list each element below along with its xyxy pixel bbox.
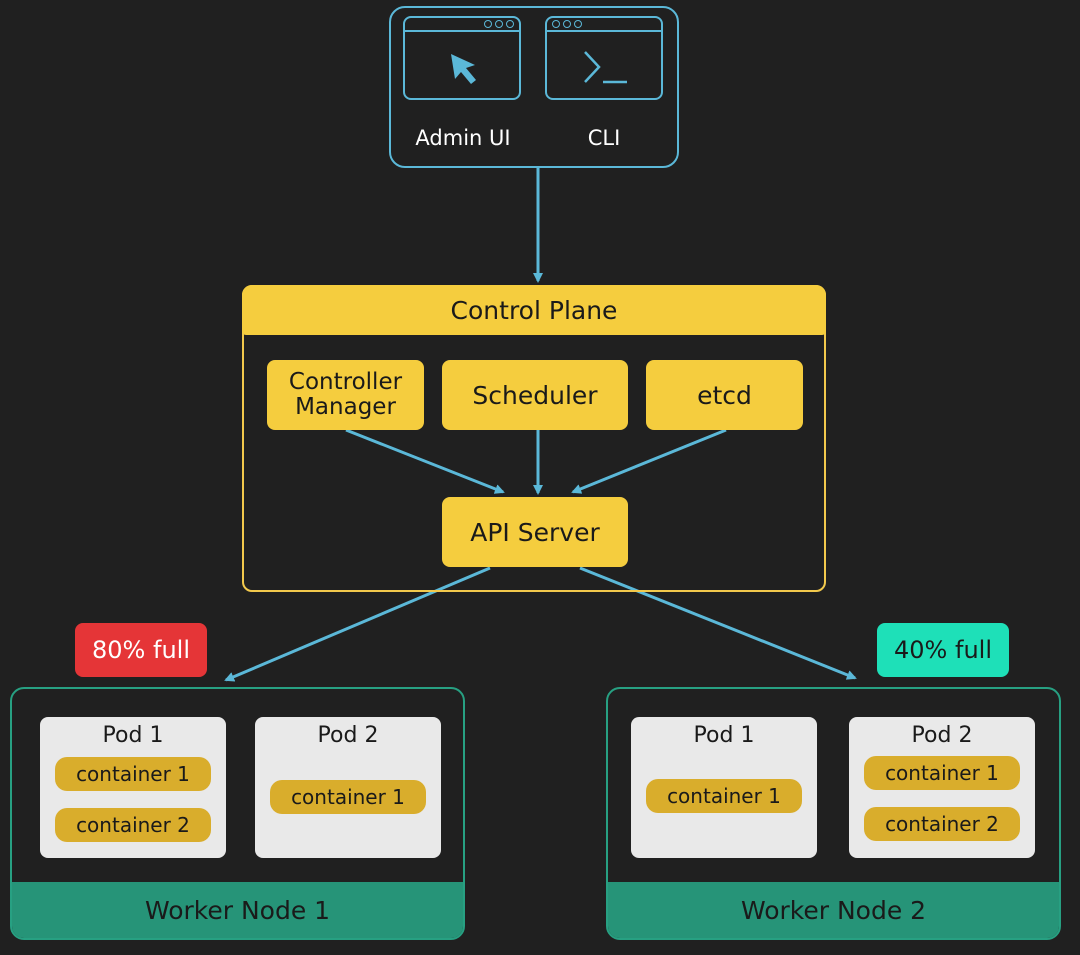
worker-node-2-label: Worker Node 2 xyxy=(608,882,1059,938)
client-interfaces xyxy=(389,6,679,168)
container-pill: container 2 xyxy=(864,807,1020,841)
container-pill: container 1 xyxy=(864,756,1020,790)
etcd-box: etcd xyxy=(646,360,803,430)
container-pill: container 2 xyxy=(55,808,211,842)
container-pill: container 1 xyxy=(646,779,802,813)
arrow-api-to-worker-node-2 xyxy=(579,566,857,680)
arrow-etcd-to-api xyxy=(571,428,727,494)
admin-ui-label: Admin UI xyxy=(415,126,511,150)
cli-window xyxy=(545,16,663,100)
terminal-prompt-icon xyxy=(584,51,627,84)
worker-node-1-pod-2: Pod 2 container 1 xyxy=(255,717,441,858)
api-server-box: API Server xyxy=(442,497,628,567)
worker-node-1-pod-1: Pod 1 container 1 container 2 xyxy=(40,717,226,858)
container-pill: container 1 xyxy=(270,780,426,814)
arrow-controller-manager-to-api xyxy=(345,428,505,494)
arrow-api-to-worker-node-1 xyxy=(224,566,491,682)
window-dots-icon xyxy=(552,20,582,28)
scheduler-box: Scheduler xyxy=(442,360,628,430)
pod-title: Pod 1 xyxy=(693,723,755,748)
worker-node-2: Worker Node 2 xyxy=(606,687,1061,940)
controller-manager-box: Controller Manager xyxy=(267,360,424,430)
admin-ui-window xyxy=(403,16,521,100)
worker-node-2-pod-1: Pod 1 container 1 xyxy=(631,717,817,858)
cursor-icon xyxy=(451,54,476,84)
worker-node-1: Worker Node 1 xyxy=(10,687,465,940)
window-dots-icon xyxy=(484,20,514,28)
worker-node-1-label: Worker Node 1 xyxy=(12,882,463,938)
worker-node-2-usage-badge: 40% full xyxy=(877,623,1009,677)
worker-node-1-usage-badge: 80% full xyxy=(75,623,207,677)
container-pill: container 1 xyxy=(55,757,211,791)
pod-title: Pod 2 xyxy=(911,723,973,748)
worker-node-2-pod-2: Pod 2 container 1 container 2 xyxy=(849,717,1035,858)
pod-title: Pod 2 xyxy=(317,723,379,748)
control-plane-title: Control Plane xyxy=(242,285,826,335)
cli-label: CLI xyxy=(587,126,621,150)
pod-title: Pod 1 xyxy=(102,723,164,748)
